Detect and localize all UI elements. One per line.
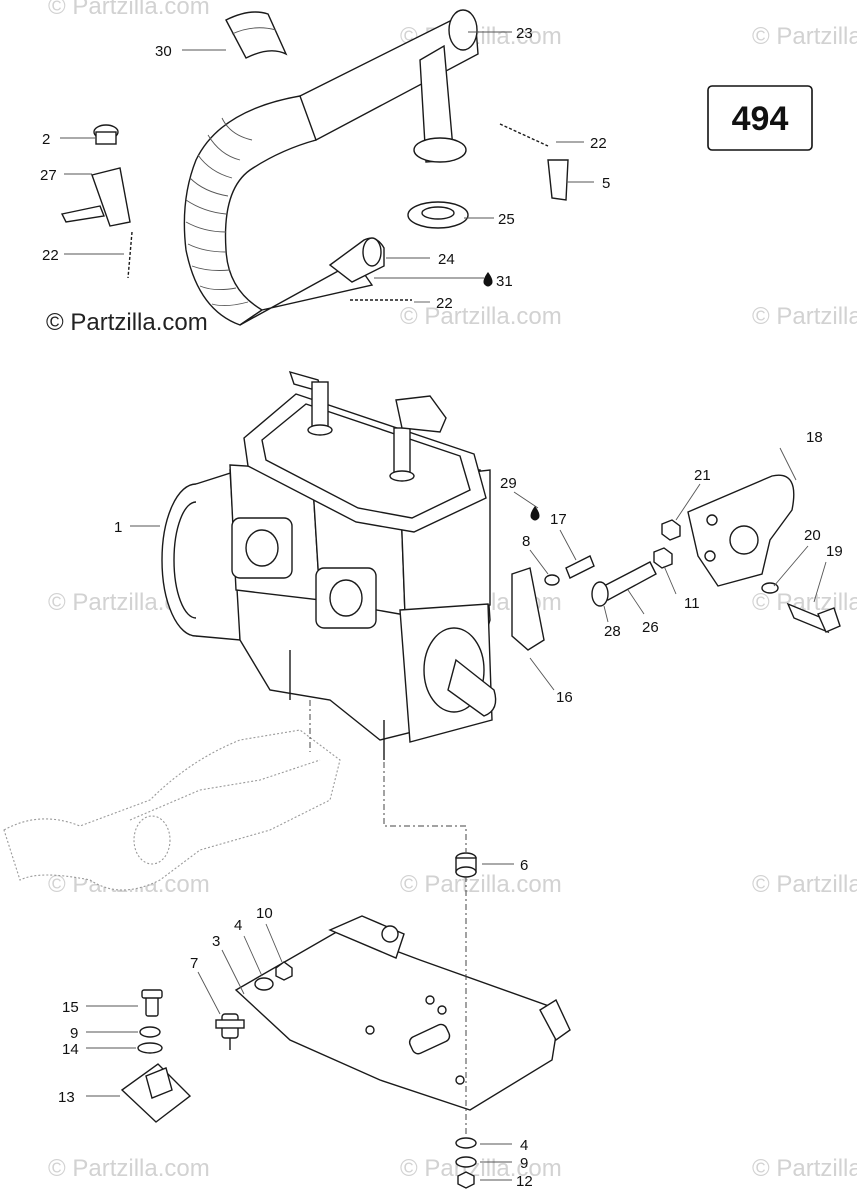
watermark: © Partzilla.com (400, 303, 562, 330)
callout-17[interactable]: 17 (550, 511, 567, 528)
watermark: © Partzilla.com (400, 871, 562, 898)
callout-14[interactable]: 14 (62, 1041, 79, 1058)
leader-lines (60, 31, 827, 1181)
callout-22[interactable]: 22 (590, 135, 607, 152)
callout-25[interactable]: 25 (498, 211, 515, 228)
callout-29[interactable]: 29 (500, 475, 517, 492)
watermark: © Partzilla.com (48, 0, 210, 20)
callout-labels: 30 23 2 27 22 22 5 25 24 31 22 18 21 29 … (40, 25, 843, 1190)
oil-drop-icon (530, 506, 540, 521)
diagram-number: 494 (732, 100, 789, 138)
callout-9[interactable]: 9 (520, 1155, 528, 1172)
callout-27[interactable]: 27 (40, 167, 57, 184)
springs-and-brackets (60, 123, 569, 301)
callout-22[interactable]: 22 (42, 247, 59, 264)
callout-9[interactable]: 9 (70, 1025, 78, 1042)
callout-22[interactable]: 22 (436, 295, 453, 312)
exhaust-pipe (183, 9, 479, 326)
left-mount-stack (120, 989, 192, 1123)
diagram-number-box: 494 (707, 85, 813, 151)
callout-8[interactable]: 8 (522, 533, 530, 550)
callout-31[interactable]: 31 (496, 273, 513, 290)
callout-2[interactable]: 2 (42, 131, 50, 148)
watermark: © Partzilla.com (752, 1155, 857, 1182)
engine-mount-plate (511, 474, 841, 651)
callout-10[interactable]: 10 (256, 905, 273, 922)
callout-23[interactable]: 23 (516, 25, 533, 42)
callout-3[interactable]: 3 (212, 933, 220, 950)
callout-7[interactable]: 7 (190, 955, 198, 972)
callout-4[interactable]: 4 (234, 917, 242, 934)
watermark-dark: © Partzilla.com (46, 309, 208, 336)
alignment-lines (309, 700, 467, 1136)
callout-26[interactable]: 26 (642, 619, 659, 636)
watermark: © Partzilla.com (48, 1155, 210, 1182)
watermark: © Partzilla.com (400, 1155, 562, 1182)
callout-21[interactable]: 21 (694, 467, 711, 484)
callout-15[interactable]: 15 (62, 999, 79, 1016)
callout-28[interactable]: 28 (604, 623, 621, 640)
watermark: © Partzilla.com (752, 303, 857, 330)
callout-20[interactable]: 20 (804, 527, 821, 544)
callout-12[interactable]: 12 (516, 1173, 533, 1190)
oil-drop-icon (483, 272, 493, 287)
callout-16[interactable]: 16 (556, 689, 573, 706)
callout-6[interactable]: 6 (520, 857, 528, 874)
callout-30[interactable]: 30 (155, 43, 172, 60)
watermark: © Partzilla.com (752, 23, 857, 50)
engine-block (161, 370, 497, 760)
callout-1[interactable]: 1 (114, 519, 122, 536)
callout-11[interactable]: 11 (684, 595, 700, 612)
callout-13[interactable]: 13 (58, 1089, 75, 1106)
callout-4[interactable]: 4 (520, 1137, 528, 1154)
callout-24[interactable]: 24 (438, 251, 455, 268)
exhaust-manifold-ghost (3, 729, 341, 891)
callout-18[interactable]: 18 (806, 429, 823, 446)
watermark: © Partzilla.com (752, 871, 857, 898)
callout-5[interactable]: 5 (602, 175, 610, 192)
engine-support-frame (215, 852, 571, 1189)
callout-19[interactable]: 19 (826, 543, 843, 560)
